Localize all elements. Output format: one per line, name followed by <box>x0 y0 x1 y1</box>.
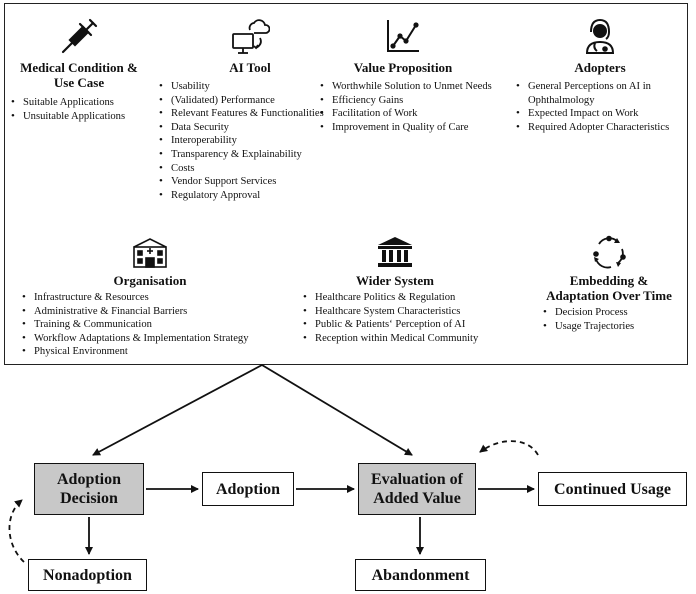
list-item: Vendor Support Services <box>159 175 324 189</box>
adoption-box: Adoption <box>202 472 294 506</box>
list-item: Efficiency Gains <box>320 94 510 108</box>
list-item: Suitable Applications <box>11 96 151 110</box>
list-item: Healthcare System Characteristics <box>303 305 513 319</box>
list-item: Healthcare Politics & Regulation <box>303 291 513 305</box>
category-title: Organisation <box>113 273 187 288</box>
continued-usage-box: Continued Usage <box>538 472 687 506</box>
category-title: Adopters <box>574 60 626 75</box>
list-item: Improvement in Quality of Care <box>320 121 510 135</box>
list-item: Relevant Features & Functionalities <box>159 107 324 121</box>
category-organisation: Organisation <box>90 235 210 288</box>
list-item: Worthwhile Solution to Unmet Needs <box>320 80 510 94</box>
list-item: Usage Trajectories <box>543 320 683 334</box>
category-title: Embedding & Adaptation Over Time <box>546 273 672 303</box>
box-label: Nonadoption <box>43 566 132 584</box>
abandonment-box: Abandonment <box>355 559 486 591</box>
category-title: AI Tool <box>229 60 271 75</box>
box-label: Continued Usage <box>554 480 671 498</box>
list-item: Facilitation of Work <box>320 107 510 121</box>
list-item: Regulatory Approval <box>159 189 324 203</box>
list-item: Expected Impact on Work <box>516 107 686 121</box>
category-value-proposition: Value Proposition <box>333 16 473 75</box>
syringe-icon <box>61 18 98 54</box>
list-item: Physical Environment <box>22 345 292 359</box>
category-medical-condition: Medical Condition & Use Case <box>10 16 148 90</box>
category-wider-system: Wider System <box>335 235 455 288</box>
arrow-to-evaluation <box>261 364 413 456</box>
line-chart-icon <box>387 20 419 52</box>
medical-items: Suitable Applications Unsuitable Applica… <box>11 96 151 123</box>
list-item: General Perceptions on AI in Ophthalmolo… <box>516 80 686 107</box>
evaluation-box: Evaluation of Added Value <box>358 463 476 515</box>
list-item: Usability <box>159 80 324 94</box>
category-ai-tool: AI Tool <box>200 16 300 75</box>
list-item: Reception within Medical Community <box>303 332 513 346</box>
list-item: Transparency & Explainability <box>159 148 324 162</box>
list-item: Administrative & Financial Barriers <box>22 305 292 319</box>
embedding-items: Decision Process Usage Trajectories <box>543 306 683 333</box>
organisation-items: Infrastructure & Resources Administrativ… <box>22 291 292 359</box>
list-item: Training & Communication <box>22 318 292 332</box>
adopters-items: General Perceptions on AI in Ophthalmolo… <box>516 80 686 134</box>
wider-system-items: Healthcare Politics & Regulation Healthc… <box>303 291 513 345</box>
category-embedding: Embedding & Adaptation Over Time <box>538 235 680 303</box>
list-item: Public & Patients‘ Perception of AI <box>303 318 513 332</box>
list-item: Workflow Adaptations & Implementation St… <box>22 332 292 346</box>
cloud-computer-icon <box>232 19 270 54</box>
category-title: Value Proposition <box>353 60 453 75</box>
list-item: Infrastructure & Resources <box>22 291 292 305</box>
box-label: Abandonment <box>371 566 470 584</box>
box-label: Evaluation of Added Value <box>370 471 463 507</box>
hospital-icon <box>133 238 167 268</box>
box-label: Adoption Decision <box>56 471 122 507</box>
adoption-decision-box: Adoption Decision <box>34 463 144 515</box>
list-item: Interoperability <box>159 134 324 148</box>
category-adopters: Adopters <box>550 16 650 75</box>
list-item: Costs <box>159 162 324 176</box>
arrow-to-adoption-decision <box>92 364 263 456</box>
doctor-icon <box>585 18 615 54</box>
category-title: Medical Condition & Use Case <box>20 60 138 90</box>
list-item: Decision Process <box>543 306 683 320</box>
loop-arrow-nonadoption <box>8 499 25 563</box>
list-item: Data Security <box>159 121 324 135</box>
category-title: Wider System <box>356 273 434 288</box>
cycle-icon <box>593 235 626 269</box>
ai-tool-items: Usability (Validated) Performance Releva… <box>159 80 324 202</box>
nonadoption-box: Nonadoption <box>28 559 147 591</box>
box-label: Adoption <box>215 480 281 498</box>
government-building-icon <box>378 237 412 267</box>
list-item: (Validated) Performance <box>159 94 324 108</box>
list-item: Required Adopter Characteristics <box>516 121 686 135</box>
list-item: Unsuitable Applications <box>11 110 151 124</box>
loop-arrow-evaluation <box>479 440 539 456</box>
value-items: Worthwhile Solution to Unmet Needs Effic… <box>320 80 510 134</box>
